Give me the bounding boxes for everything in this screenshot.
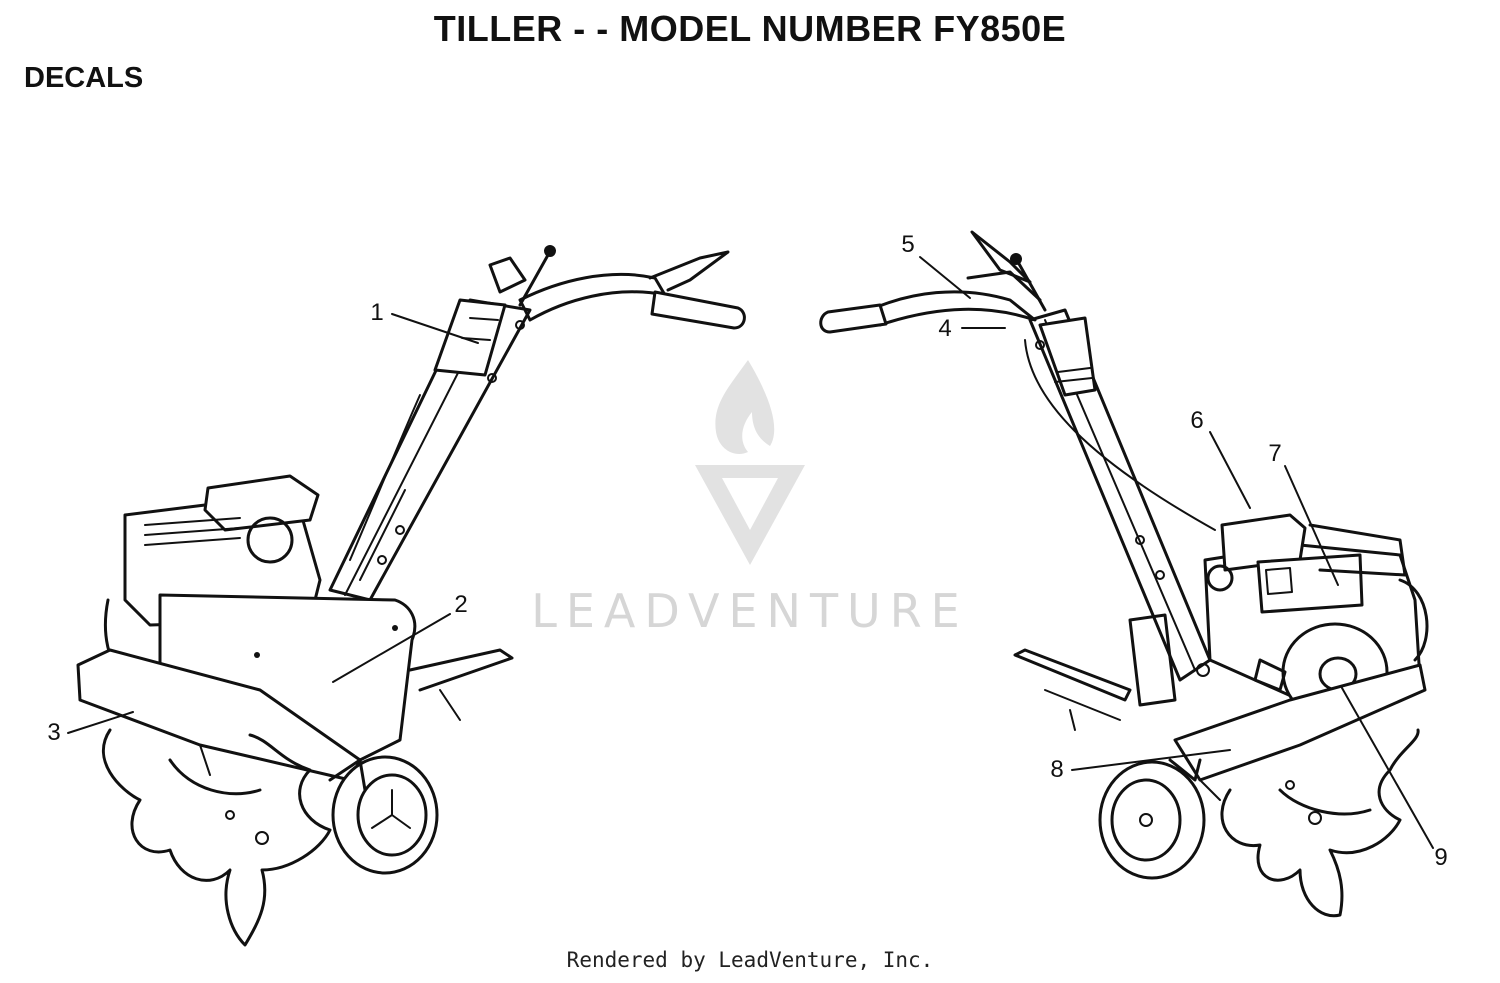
- watermark: LEADVENTURE: [531, 360, 969, 638]
- callout-number-3: 3: [47, 719, 60, 746]
- flame-v-logo-icon: [695, 360, 805, 565]
- callout-number-7: 7: [1268, 440, 1281, 467]
- callout-4: 4: [938, 315, 1006, 342]
- footer-credit: Rendered by LeadVenture, Inc.: [566, 948, 934, 972]
- lever-knob-left: [544, 245, 556, 257]
- callout-1: 1: [370, 299, 479, 344]
- callout-7: 7: [1268, 440, 1339, 586]
- callout-9: 9: [1341, 687, 1448, 871]
- callout-number-6: 6: [1190, 407, 1203, 434]
- air-cleaner-right: [1220, 513, 1307, 572]
- callout-number-8: 8: [1050, 756, 1063, 783]
- engine-decal-panel: [1256, 553, 1364, 614]
- callout-3: 3: [47, 711, 134, 746]
- control-lever-right: [1016, 260, 1047, 312]
- tines-right: [1220, 728, 1420, 918]
- throttle-lever-left: [648, 250, 730, 292]
- depth-bar-right: [1013, 648, 1132, 702]
- callout-8: 8: [1050, 749, 1231, 783]
- handle-grip-right: [819, 303, 888, 334]
- callout-number-2: 2: [454, 591, 467, 618]
- callout-number-1: 1: [370, 299, 383, 326]
- callout-number-5: 5: [901, 231, 914, 258]
- section-label: DECALS: [24, 62, 144, 94]
- lever-knob-right: [1010, 253, 1022, 265]
- callout-5: 5: [901, 231, 971, 299]
- air-cleaner-left: [203, 474, 320, 532]
- handle-tube-left: [328, 298, 532, 602]
- control-lever-left: [518, 253, 550, 307]
- engine-right: [1203, 543, 1422, 702]
- watermark-text: LEADVENTURE: [531, 584, 969, 638]
- tines-left: [102, 728, 332, 947]
- decal-plate-right: [1038, 316, 1097, 397]
- page-title: TILLER - - MODEL NUMBER FY850E: [433, 8, 1067, 49]
- decal-plate-1: [433, 298, 507, 377]
- callout-2: 2: [332, 591, 468, 683]
- handlebar-right: [868, 290, 1037, 327]
- callout-number-9: 9: [1434, 844, 1447, 871]
- tiller-right-view: [819, 230, 1429, 918]
- callout-number-4: 4: [938, 315, 951, 342]
- tiller-left-view: [76, 245, 746, 947]
- callout-6: 6: [1190, 407, 1251, 509]
- transport-wheel-left: [331, 755, 439, 875]
- handlebar-left: [518, 272, 667, 322]
- depth-bar-left: [408, 648, 514, 692]
- handle-grip-left: [650, 290, 746, 330]
